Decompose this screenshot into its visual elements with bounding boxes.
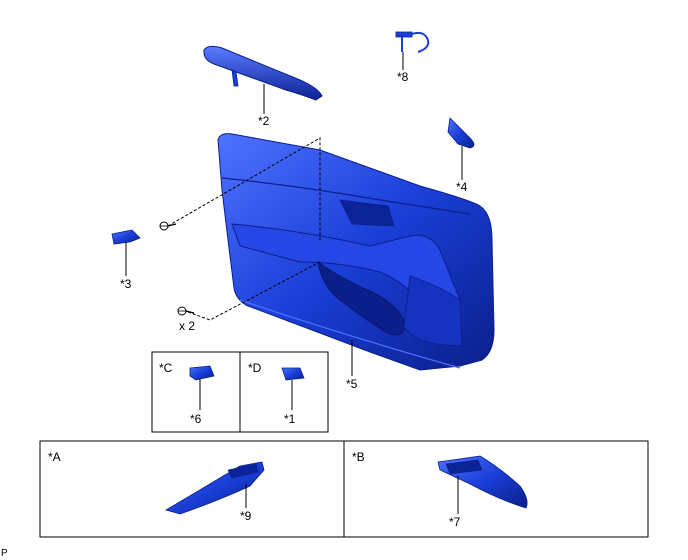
label-part-3: *3 xyxy=(120,277,132,291)
part-7-shape xyxy=(437,455,528,509)
label-part-7: *7 xyxy=(449,515,461,529)
part-8-shape xyxy=(395,31,430,53)
screw-dashline-upper xyxy=(167,137,321,242)
label-view-c: *C xyxy=(159,361,173,375)
label-view-d: *D xyxy=(248,361,262,375)
part-6-shape xyxy=(189,365,215,381)
screw-dashline-lower xyxy=(187,261,321,321)
label-part-6: *6 xyxy=(190,412,202,426)
label-part-9: *9 xyxy=(240,509,252,523)
screw-icon xyxy=(159,221,177,231)
label-part-4: *4 xyxy=(456,180,468,194)
label-part-1: *1 xyxy=(284,412,296,426)
figure-code: P xyxy=(1,548,8,559)
part-9-shape xyxy=(164,461,265,515)
label-part-8: *8 xyxy=(397,70,409,84)
label-view-a: *A xyxy=(48,450,61,464)
label-part-2: *2 xyxy=(258,114,270,128)
view-d-box xyxy=(239,351,329,433)
view-c-box xyxy=(151,351,241,433)
part-2-shape xyxy=(203,45,323,101)
view-a-box xyxy=(39,440,345,538)
part-3-shape xyxy=(111,229,141,245)
part-1-shape xyxy=(281,367,305,381)
screw-icon xyxy=(177,306,195,316)
part-4-shape xyxy=(447,117,475,149)
label-view-b: *B xyxy=(352,450,365,464)
part-5-door-trim-board xyxy=(217,133,495,371)
qty-note: x 2 xyxy=(179,319,195,333)
label-part-5: *5 xyxy=(346,377,358,391)
